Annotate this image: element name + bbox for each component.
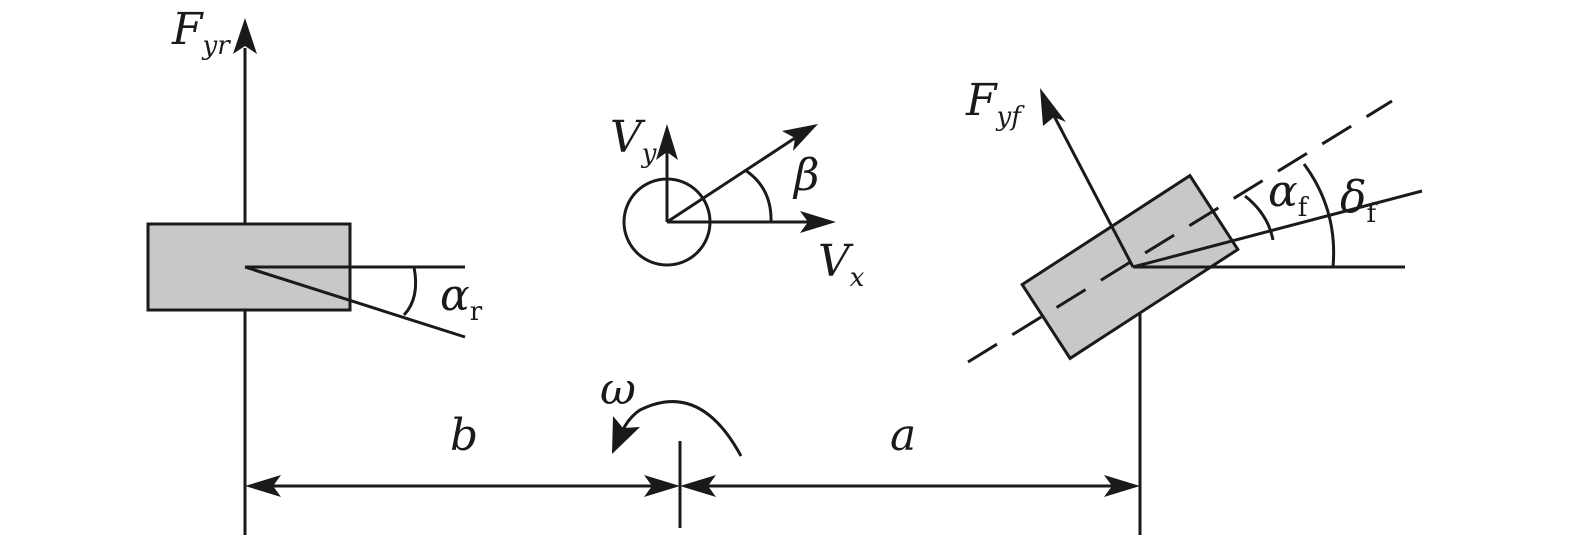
front-velocity-line	[1132, 189, 1423, 269]
rear-force-arrowhead	[233, 18, 257, 54]
yaw-rate-group	[612, 400, 743, 457]
a-right-arrowhead	[1104, 475, 1140, 497]
a-left-arrowhead	[680, 475, 716, 497]
v-line	[666, 136, 796, 224]
v-arrowhead	[782, 124, 818, 151]
vx-arrowhead	[800, 211, 836, 233]
front-distance-label: a	[890, 410, 916, 461]
alpha-f-arc	[1244, 194, 1275, 241]
cg-velocity-group	[622, 124, 836, 267]
front-wheel-group	[967, 88, 1423, 535]
front-heading-line	[967, 99, 1393, 364]
rear-wheel-group	[146, 18, 466, 535]
front-slip-angle-label: αf	[1268, 166, 1310, 223]
b-right-arrowhead	[644, 475, 680, 497]
dimension-group	[245, 441, 1140, 528]
front-force-arrowhead	[1040, 88, 1066, 126]
front-wheel	[1020, 173, 1240, 361]
rear-slip-arc	[402, 266, 418, 317]
beta-arc	[744, 168, 773, 223]
vx-label: Vx	[818, 236, 865, 293]
yaw-arrowhead	[612, 416, 640, 454]
front-force-line	[1050, 111, 1135, 268]
delta-f-arc	[1302, 163, 1336, 268]
rear-distance-label: b	[450, 410, 478, 461]
yaw-arc	[620, 400, 743, 457]
steering-angle-label: δf	[1340, 172, 1379, 229]
beta-label: β	[792, 150, 819, 201]
rear-velocity-line	[244, 265, 466, 339]
vy-arrowhead	[656, 124, 678, 160]
yaw-rate-label: ω	[600, 364, 636, 415]
b-left-arrowhead	[245, 475, 281, 497]
vy-label: Vy	[610, 112, 657, 169]
rear-lateral-force-label: Fyr	[171, 4, 231, 61]
front-lateral-force-label: Fyf	[965, 75, 1025, 132]
rear-slip-angle-label: αr	[440, 270, 483, 327]
